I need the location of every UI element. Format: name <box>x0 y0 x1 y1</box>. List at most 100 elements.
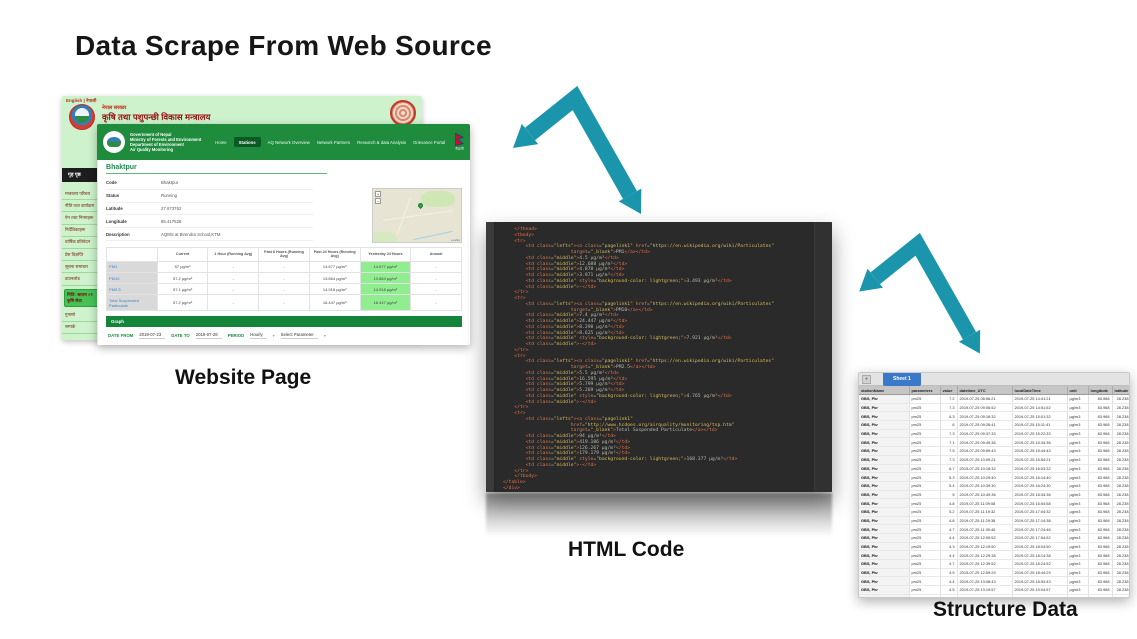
sheet-cell: GBS, Pkr <box>859 498 910 508</box>
sheet-cell: GBS, Pkr <box>859 394 910 404</box>
sheet-cell: pm25 <box>909 594 941 597</box>
ministry-menu-item[interactable]: मन्त्रालय परिचय <box>62 188 104 201</box>
ministry-menu-item[interactable]: सूचना समाचार <box>62 261 104 274</box>
add-sheet-button[interactable]: + <box>862 375 871 384</box>
code-line: <td class="middle">4.5 µg/m³</td> <box>525 255 619 261</box>
sheet-tab[interactable]: Sheet 1 <box>883 373 921 386</box>
code-area: </thead> <tbody> <tr> <td class="lefts">… <box>495 222 814 492</box>
sheet-cell: 28.238 <box>1112 455 1129 465</box>
station-map[interactable]: + − Leaflet <box>372 188 463 243</box>
ministry-menu-item[interactable]: वार्षिक प्रतिवेदन <box>62 237 104 249</box>
sheet-cell: 5 <box>940 490 958 500</box>
sheet-cell: pm25 <box>909 437 941 448</box>
detail-label: Status <box>106 193 120 199</box>
ministry-menu-item[interactable]: सम्पर्क <box>62 322 104 334</box>
aq-column-header <box>106 246 158 262</box>
sheet-cell: 28.238 <box>1112 507 1129 517</box>
ministry-menu-item[interactable]: डाउनलोड <box>62 273 104 286</box>
sheet-cell: pm25 <box>909 542 941 552</box>
nav-item-network-partners[interactable]: Network Partners <box>316 139 351 145</box>
nav-item-home[interactable]: Home <box>215 139 227 145</box>
code-line: <td class="middle">12.688 µg/m³</td> <box>525 261 628 267</box>
ministry-menu-item[interactable]: प्रेस विज्ञप्ति <box>62 249 104 262</box>
map-zoom-out-button[interactable]: − <box>375 198 382 204</box>
code-line: <td class="middle">24.447 µg/m³</td> <box>525 319 628 324</box>
sheet-cell: 83.968 <box>1088 420 1113 430</box>
parameter-link[interactable]: PM2.5 <box>106 283 158 296</box>
ministry-name: कृषि तथा पशुपन्छी विकास मन्त्रालय <box>102 112 211 122</box>
sheet-cell: 5.3 <box>940 472 958 482</box>
sheet-cell: GBS, Pkr <box>859 446 910 456</box>
sheet-cell: 83.968 <box>1088 542 1113 552</box>
sheet-cell: 2019-07-25 17:04:32 <box>1012 507 1068 517</box>
sheet-cell: µg/m3 <box>1067 455 1089 465</box>
code-line: <td class="middle">-</td> <box>525 342 597 347</box>
aq-value-cell: - <box>207 271 260 285</box>
ministry-menu-item[interactable]: नीति तथा कार्यक्रम <box>62 200 104 213</box>
aq-value-cell: - <box>410 260 463 273</box>
parameter-select[interactable]: Select Parameter <box>280 332 318 339</box>
sheet-cell: pm25 <box>909 550 941 561</box>
detail-label: Longitude <box>106 218 127 224</box>
date-from-input[interactable]: 2019-07-23 <box>139 332 166 339</box>
code-line: <td class="middle">3.871 µg/m³</td> <box>525 273 625 278</box>
sheet-cell: pm25 <box>909 446 941 456</box>
language-switch[interactable]: English | नेपाली <box>66 98 97 103</box>
code-line: <td class="middle">-</td> <box>525 462 597 468</box>
map-park-patch <box>373 232 398 242</box>
code-minimap[interactable] <box>814 222 832 492</box>
sheet-cell: µg/m3 <box>1067 394 1089 404</box>
parameter-link[interactable]: Total Suspended Particulate <box>106 294 158 312</box>
code-line: target="_blank">PM2.5</a></td> <box>570 365 656 370</box>
flow-arrow-website-code <box>513 86 642 214</box>
ministry-menu-item[interactable]: ऐन तथा नियमहरू <box>62 212 104 225</box>
nav-item-stations[interactable]: Stations <box>233 137 261 147</box>
map-zoom-in-button[interactable]: + <box>375 191 382 197</box>
sheet-cell: 4.4 <box>940 576 958 587</box>
sheet-cell: 2019-07-25 09:16:32 <box>957 411 1013 422</box>
code-line: <td class="middle">8.298 µg/m³</td> <box>525 324 625 330</box>
sheet-cell: 2019-07-25 18:04:50 <box>1012 542 1068 552</box>
sheet-cell: 2019-07-25 18:53:43 <box>1012 576 1068 587</box>
nepal-flag-block[interactable]: नेपाली <box>455 132 464 152</box>
nav-item-grievance-portal[interactable]: Grievance Portal <box>413 139 446 145</box>
ministry-menu-item[interactable]: निर्देशिकाहरू <box>62 225 104 237</box>
ministry-menu-item[interactable]: गुनासो <box>62 310 104 322</box>
sheet-cell: 2019-07-25 14:41:21 <box>1012 394 1068 404</box>
aq-value-cell: 16.447 µg/m³ <box>308 294 361 312</box>
sheet-cell: 28.238 <box>1112 542 1129 552</box>
sheet-cell: 4.5 <box>940 568 958 578</box>
sheet-cell: 83.968 <box>1088 524 1113 534</box>
code-line: <tr> <box>514 353 526 359</box>
parameter-link[interactable]: PM1 <box>106 260 158 273</box>
detail-value: Running <box>161 193 178 199</box>
sheet-column-header: parameters <box>909 386 941 395</box>
sheet-cell: 83.968 <box>1088 576 1113 587</box>
sheet-cell: GBS, Pkr <box>859 490 910 500</box>
sheet-column-header: localDateTime <box>1012 386 1068 395</box>
map-attribution[interactable]: Leaflet <box>451 238 461 242</box>
parameter-link[interactable]: PM10 <box>106 271 158 285</box>
sheet-cell: 2019-07-25 10:49:36 <box>957 490 1013 500</box>
nav-home-link[interactable]: गृह पृष्ठ <box>68 172 81 178</box>
date-to-input[interactable]: 2019-07-28 <box>195 332 222 339</box>
sheet-cell: 2019-07-25 16:54:58 <box>1012 498 1068 508</box>
nav-item-research-data-analysis[interactable]: Research & data Analysis <box>357 139 407 145</box>
code-window-reflection <box>486 493 832 537</box>
sheet-cell: 2019-07-25 10:39:30 <box>957 481 1013 491</box>
sheet-cell: pm25 <box>909 464 941 474</box>
sheet-cell: 28.238 <box>1112 411 1129 422</box>
nav-item-aq-network-overview[interactable]: AQ Network Overview <box>267 139 310 145</box>
code-line: </tr> <box>514 347 529 353</box>
sheet-cell: 2019-07-25 10:29:40 <box>957 472 1013 482</box>
period-select[interactable]: Hourly <box>250 332 267 339</box>
sheet-cell: 28.238 <box>1112 481 1129 491</box>
aq-value-cell: - <box>258 271 310 285</box>
